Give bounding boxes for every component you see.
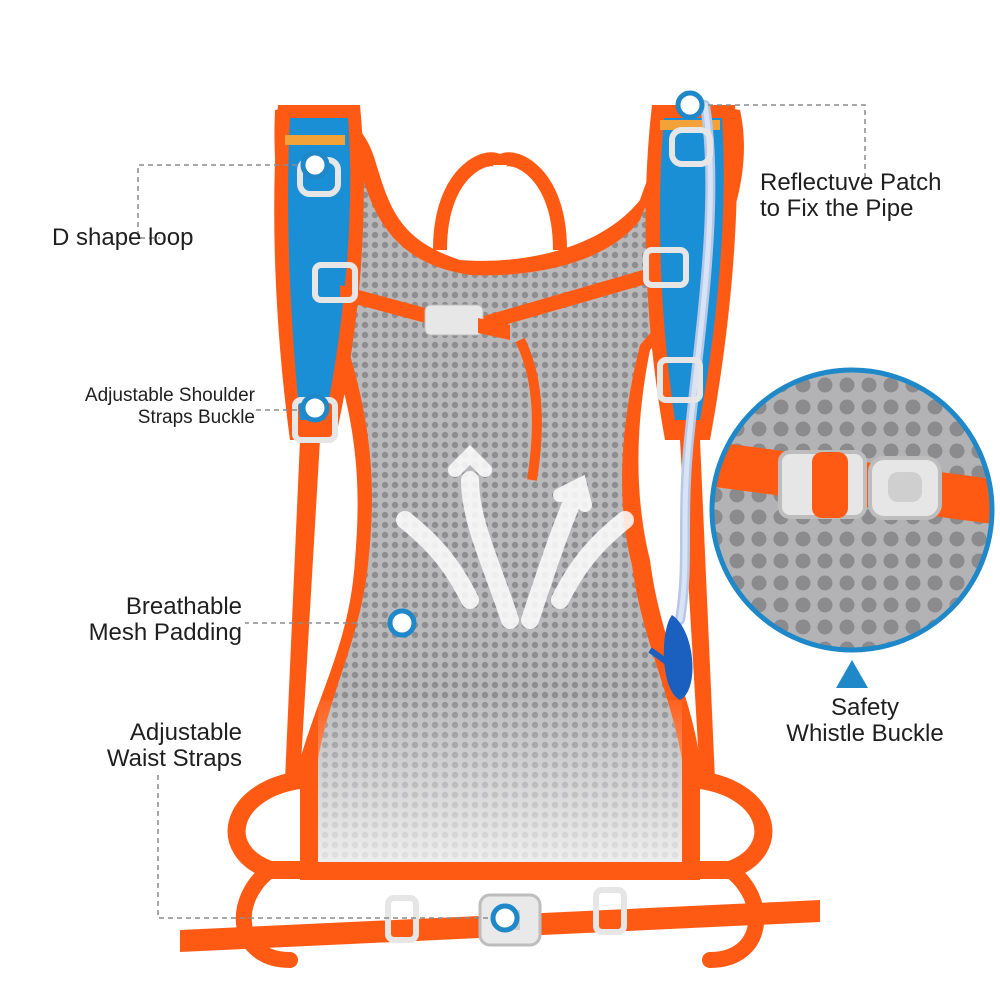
label-reflective-patch-line2: to Fix the Pipe <box>760 195 914 222</box>
label-mesh-padding-line2: Mesh Padding <box>88 619 242 646</box>
hydration-tube <box>648 100 716 700</box>
label-shoulder-buckle-line2: Straps Buckle <box>137 407 255 428</box>
waist-strap-loops <box>227 771 773 968</box>
top-handle <box>433 152 567 251</box>
label-whistle-buckle-line1: Safety <box>830 694 900 721</box>
label-shoulder-buckle-line1: Adjustable Shoulder <box>84 385 255 406</box>
label-waist-straps: Adjustable Waist Straps <box>40 720 242 772</box>
triangle-pointer-icon <box>836 660 868 688</box>
whistle-buckle-zoom <box>709 367 995 653</box>
label-mesh-padding: Breathable Mesh Padding <box>40 594 242 646</box>
label-d-shape-loop-text: D shape loop <box>52 224 194 251</box>
label-waist-straps-line1: Adjustable <box>129 719 242 746</box>
label-whistle-buckle: Safety Whistle Buckle <box>760 695 970 747</box>
callout-marker-icon <box>300 90 705 933</box>
label-reflective-patch-line1: Reflectuve Patch <box>760 169 942 196</box>
air-flow-arrows-icon <box>396 445 634 629</box>
label-whistle-buckle-line2: Whistle Buckle <box>786 720 944 747</box>
hardware <box>292 127 713 443</box>
label-shoulder-buckle: Adjustable Shoulder Straps Buckle <box>20 385 255 429</box>
label-mesh-padding-line1: Breathable <box>125 593 242 620</box>
label-d-shape-loop: D shape loop <box>52 225 193 251</box>
label-waist-straps-line2: Waist Straps <box>106 745 242 772</box>
label-reflective-patch: Reflectuve Patch to Fix the Pipe <box>760 170 941 222</box>
sternum-strap <box>340 265 660 481</box>
